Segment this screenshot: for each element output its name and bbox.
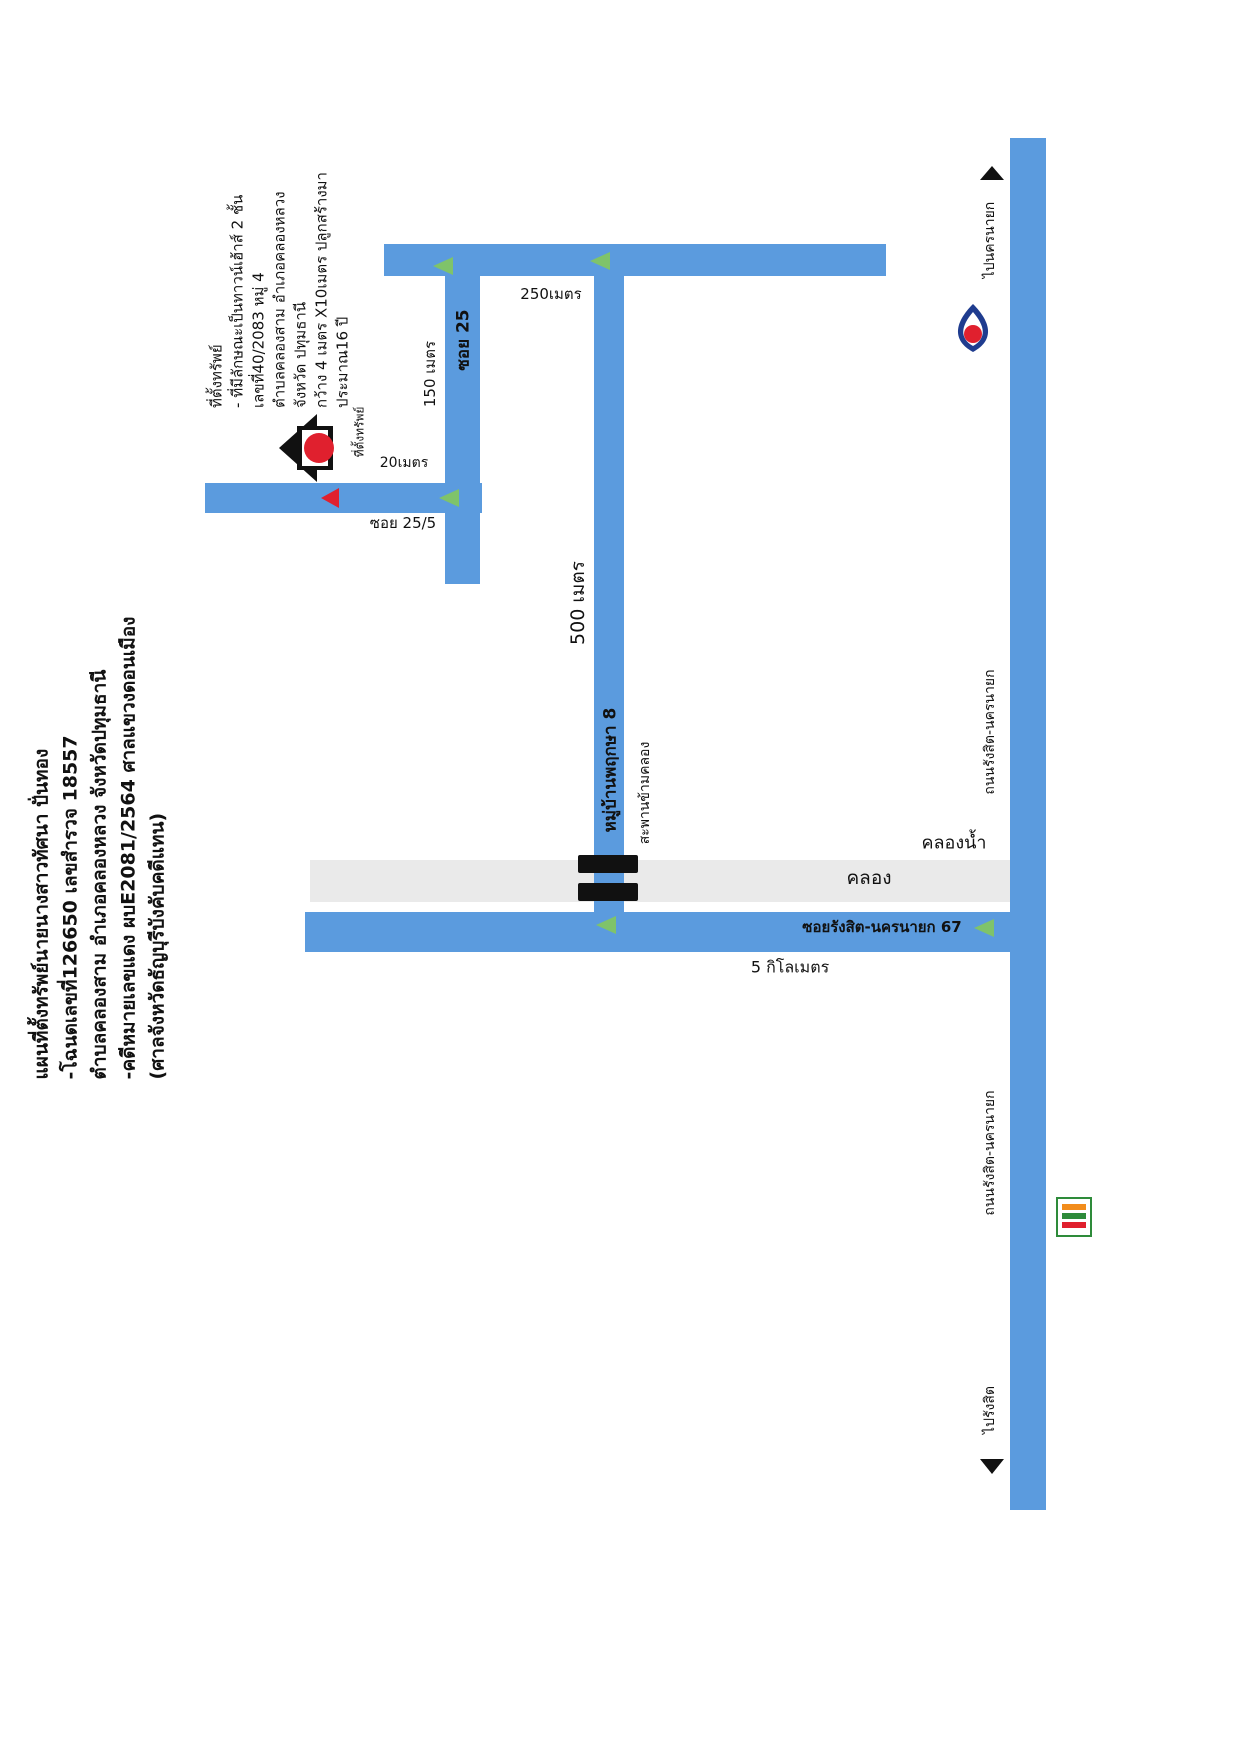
arrow-icon: [433, 257, 453, 275]
top-cross-road: [384, 244, 886, 276]
soi-25-road: [445, 272, 480, 584]
arrow-icon: [596, 916, 616, 934]
to-rangsit-arrow-icon: [980, 1459, 1004, 1474]
distance-500m-label: 500 เมตร: [567, 561, 589, 645]
to-rangsit-label: ไปรังสิต: [982, 1386, 998, 1434]
house-marker-icon: [279, 414, 334, 482]
main-road-upper-label: ถนนรังสิต-นครนายก: [982, 669, 998, 795]
distance-20m-label: 20เมตร: [379, 455, 429, 471]
village-label: หมู่บ้านพฤกษา 8: [600, 707, 621, 833]
ptt-gas-station-icon: [957, 304, 989, 352]
distance-5km-label: 5 กิโลเมตร: [750, 957, 830, 977]
property-arrow-icon: [321, 488, 339, 508]
bridge-label: สะพานข้ามคลอง: [637, 741, 653, 845]
soi-25-5-road: [205, 483, 482, 513]
to-nakhon-nayok-label: ไปนครนายก: [982, 201, 998, 279]
soi-67-label: ซอยรังสิต-นครนายก 67: [802, 918, 962, 936]
village-road: [594, 275, 624, 915]
soi-25-label: ซอย 25: [453, 309, 474, 371]
main-road: [1010, 138, 1046, 1510]
soi-67-road: [305, 912, 1010, 952]
to-nakhon-nayok-arrow-icon: [980, 166, 1004, 180]
bridge-bar-right: [578, 883, 638, 901]
arrow-icon: [439, 489, 459, 507]
arrow-icon: [974, 919, 994, 937]
canal-water-label: คลองน้ำ: [921, 832, 987, 854]
canal-band: [310, 860, 1010, 902]
property-marker-label: ที่ตั้งทรัพย์: [352, 406, 367, 458]
distance-250m-label: 250เมตร: [520, 285, 582, 303]
main-road-lower-label: ถนนรังสิต-นครนายก: [982, 1090, 998, 1216]
seven-eleven-icon: [1056, 1197, 1092, 1237]
arrow-icon: [590, 252, 610, 270]
bridge-bar-left: [578, 855, 638, 873]
distance-150m-label: 150 เมตร: [421, 340, 439, 408]
soi-25-5-label: ซอย 25/5: [369, 514, 437, 532]
canal-label: คลอง: [846, 867, 892, 889]
